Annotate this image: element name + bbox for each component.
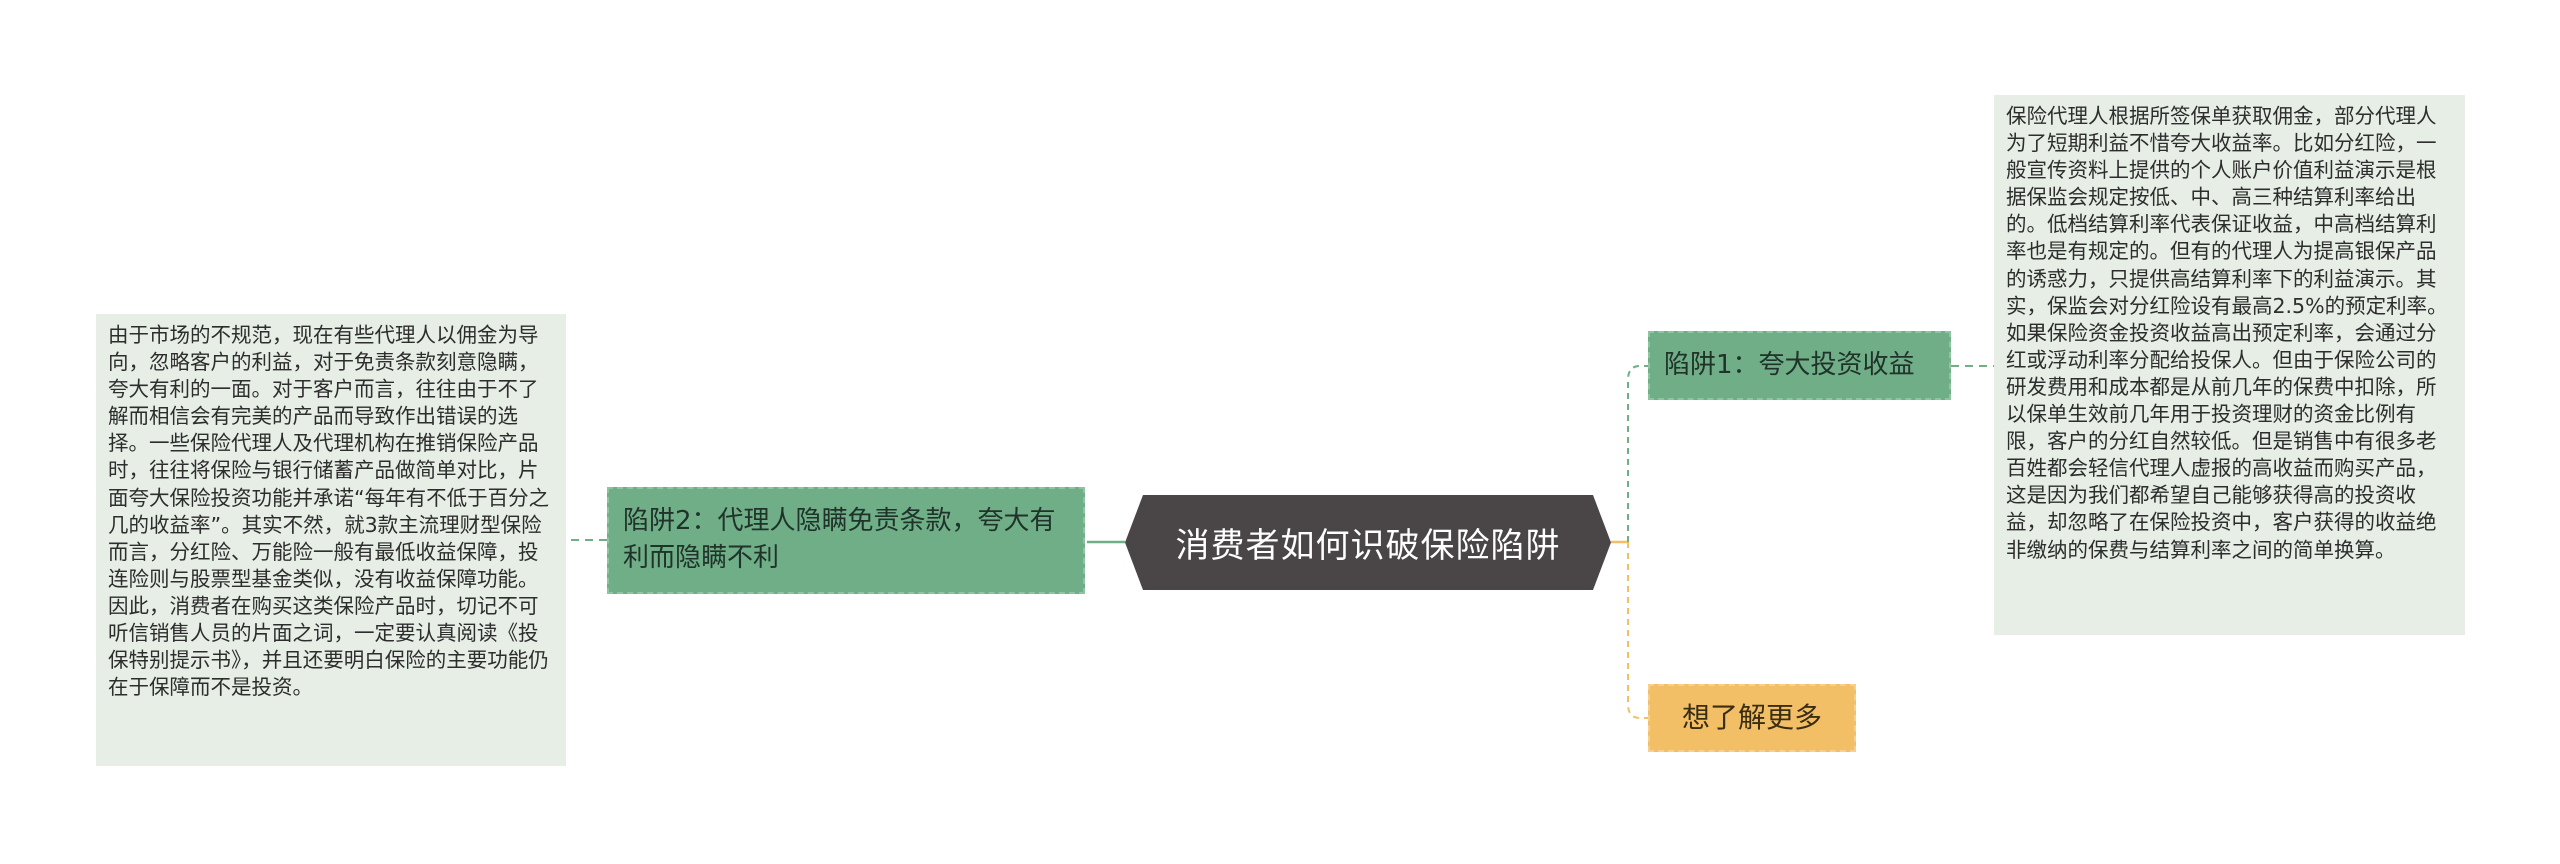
branch-trap2[interactable]: 陷阱2：代理人隐瞒免责条款，夸大有利而隐瞒不利 [607, 487, 1085, 594]
central-topic[interactable]: 消费者如何识破保险陷阱 [1125, 495, 1611, 590]
connector-trunk-to-more [1627, 542, 1648, 719]
branch-trap1[interactable]: 陷阱1：夸大投资收益 [1648, 331, 1951, 400]
note-trap2-detail: 由于市场的不规范，现在有些代理人以佣金为导向，忽略客户的利益，对于免责条款刻意隐… [96, 314, 566, 766]
note-trap1-text: 保险代理人根据所签保单获取佣金，部分代理人为了短期利益不惜夸大收益率。比如分红险… [2006, 104, 2448, 562]
note-trap2-text: 由于市场的不规范，现在有些代理人以佣金为导向，忽略客户的利益，对于免责条款刻意隐… [108, 323, 550, 700]
branch-learn-more[interactable]: 想了解更多 [1648, 684, 1856, 752]
branch-trap1-label: 陷阱1：夸大投资收益 [1664, 350, 1915, 380]
note-trap1-detail: 保险代理人根据所签保单获取佣金，部分代理人为了短期利益不惜夸大收益率。比如分红险… [1994, 95, 2465, 635]
connector-trunk-to-trap1 [1627, 365, 1648, 542]
branch-learn-more-label: 想了解更多 [1681, 701, 1822, 734]
branch-trap2-label: 陷阱2：代理人隐瞒免责条款，夸大有利而隐瞒不利 [623, 506, 1056, 573]
central-topic-label: 消费者如何识破保险陷阱 [1175, 526, 1561, 566]
